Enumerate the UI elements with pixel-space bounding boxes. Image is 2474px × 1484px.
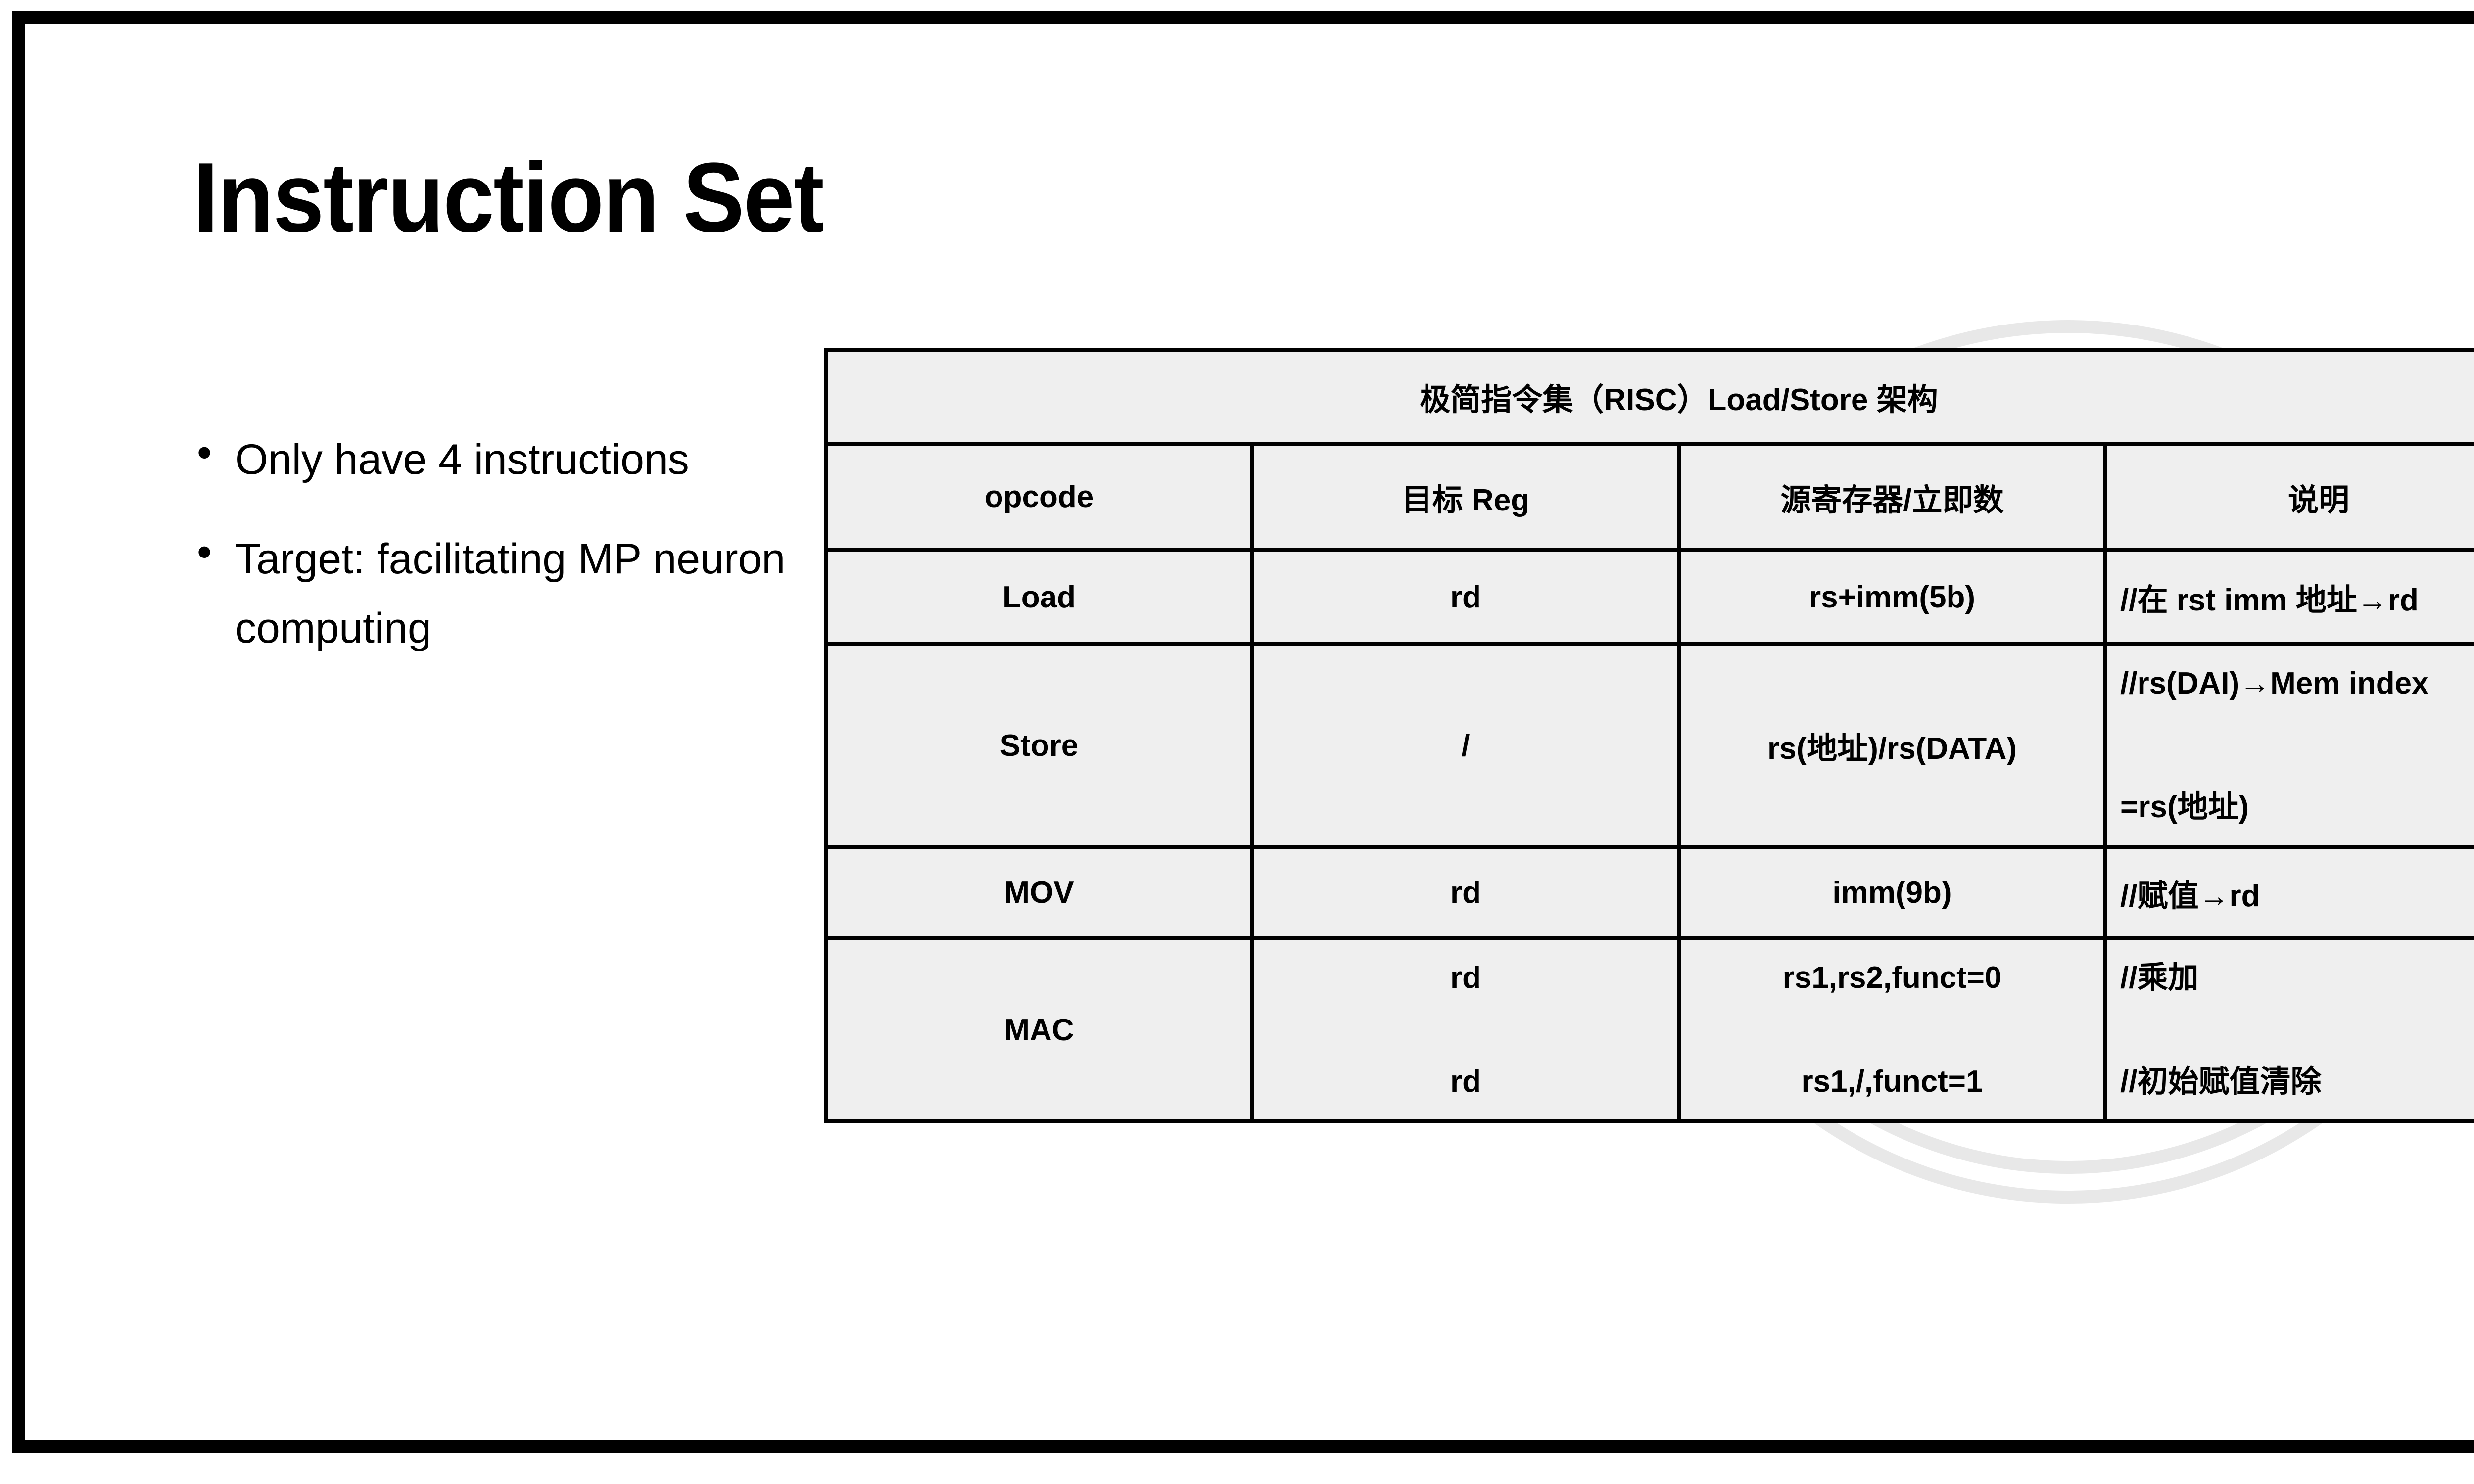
bullet-list: • Only have 4 instructions • Target: fac… bbox=[188, 425, 797, 694]
column-header-opcode: opcode bbox=[824, 442, 1254, 552]
description-line: //初始赋值清除 bbox=[2120, 1064, 2322, 1099]
column-header-description: 说明 bbox=[2103, 442, 2474, 552]
table-row: Load rd rs+imm(5b) //在 rst imm 地址→rd bbox=[824, 548, 2474, 646]
list-item: • Target: facilitating MP neuron computi… bbox=[188, 525, 797, 663]
dest-reg-line: rd bbox=[1450, 961, 1481, 995]
table-caption: 极简指令集（RISC）Load/Store 架构 bbox=[824, 348, 2474, 446]
cell-source: rs1,rs2,funct=0 rs1,/,funct=1 bbox=[1677, 936, 2107, 1123]
cell-dest-reg: rd bbox=[1250, 548, 1681, 646]
cell-source: imm(9b) bbox=[1677, 845, 2107, 940]
table-row: MOV rd imm(9b) //赋值→rd bbox=[824, 845, 2474, 940]
page-title: Instruction Set bbox=[193, 142, 824, 253]
table-header-row: opcode 目标 Reg 源寄存器/立即数 说明 bbox=[824, 442, 2474, 552]
description-line: =rs(地址) bbox=[2120, 789, 2249, 824]
cell-opcode: MAC bbox=[824, 936, 1254, 1123]
cell-dest-reg: / bbox=[1250, 642, 1681, 849]
table-row: MAC rd rd rs1,rs2,funct=0 rs1,/,funct=1 bbox=[824, 936, 2474, 1123]
cell-description: //赋值→rd bbox=[2103, 845, 2474, 940]
cell-opcode: Load bbox=[824, 548, 1254, 646]
column-header-source: 源寄存器/立即数 bbox=[1677, 442, 2107, 552]
cell-opcode: MOV bbox=[824, 845, 1254, 940]
dest-reg-line: rd bbox=[1450, 1064, 1481, 1099]
table-row: Store / rs(地址)/rs(DATA) //rs(DAI)→Mem in… bbox=[824, 642, 2474, 849]
cell-source: rs(地址)/rs(DATA) bbox=[1677, 642, 2107, 849]
cell-opcode: Store bbox=[824, 642, 1254, 849]
cell-description: //rs(DAI)→Mem index =rs(地址) bbox=[2103, 642, 2474, 849]
column-header-dest-reg: 目标 Reg bbox=[1250, 442, 1681, 552]
bullet-marker-icon: • bbox=[197, 429, 212, 476]
bullet-marker-icon: • bbox=[197, 528, 212, 576]
description-line: //乘加 bbox=[2120, 961, 2199, 995]
bullet-text: Only have 4 instructions bbox=[235, 436, 689, 483]
list-item: • Only have 4 instructions bbox=[188, 425, 797, 494]
table-caption-row: 极简指令集（RISC）Load/Store 架构 bbox=[824, 348, 2474, 446]
instruction-set-table: 极简指令集（RISC）Load/Store 架构 opcode 目标 Reg 源… bbox=[824, 348, 2474, 1123]
cell-dest-reg: rd rd bbox=[1250, 936, 1681, 1123]
slide-border-frame bbox=[12, 11, 2474, 1453]
source-line: rs1,rs2,funct=0 bbox=[1782, 961, 2002, 995]
source-line: rs1,/,funct=1 bbox=[1801, 1064, 1983, 1099]
description-line: //rs(DAI)→Mem index bbox=[2120, 666, 2429, 700]
cell-source: rs+imm(5b) bbox=[1677, 548, 2107, 646]
bullet-text: Target: facilitating MP neuron computing bbox=[235, 535, 786, 652]
cell-description: //乘加 //初始赋值清除 bbox=[2103, 936, 2474, 1123]
cell-description: //在 rst imm 地址→rd bbox=[2103, 548, 2474, 646]
cell-dest-reg: rd bbox=[1250, 845, 1681, 940]
